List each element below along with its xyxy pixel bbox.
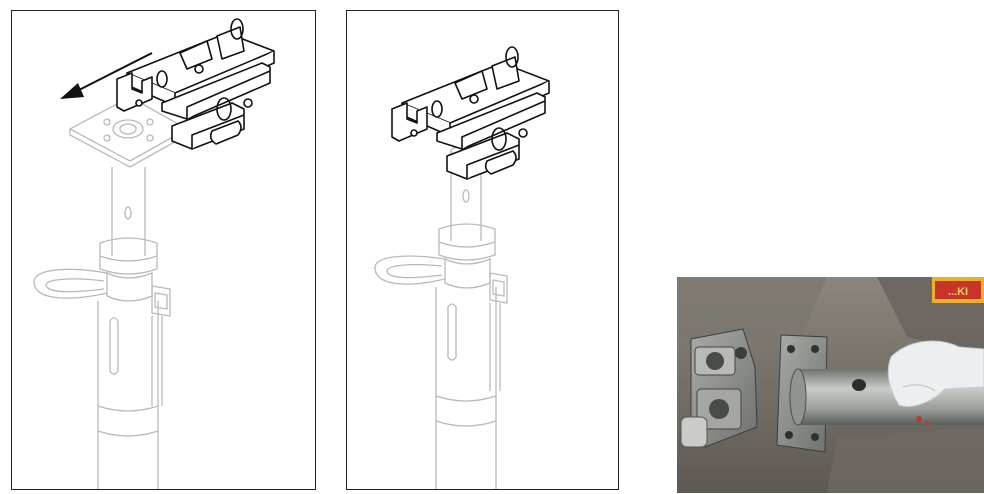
removal-arrow-icon (60, 52, 153, 99)
prop-illustration-1 (33, 18, 275, 489)
sign-text: ...KI (948, 286, 968, 298)
warning-sign: ...KI (932, 277, 984, 303)
prop-tube-ghost (33, 96, 189, 489)
prop-tube-ghost (374, 145, 508, 489)
photo-prop-head-detail: ...KI (677, 277, 984, 493)
gloved-hand (887, 340, 984, 425)
diagram-panel-head-removed (346, 10, 619, 490)
prop-illustration-2 (374, 46, 550, 489)
prop-head (116, 18, 275, 150)
photo-illustration: ...KI (677, 277, 984, 493)
diagram-panel-removing-head (11, 10, 316, 490)
prop-head-photo (680, 328, 758, 448)
prop-head (391, 46, 550, 180)
